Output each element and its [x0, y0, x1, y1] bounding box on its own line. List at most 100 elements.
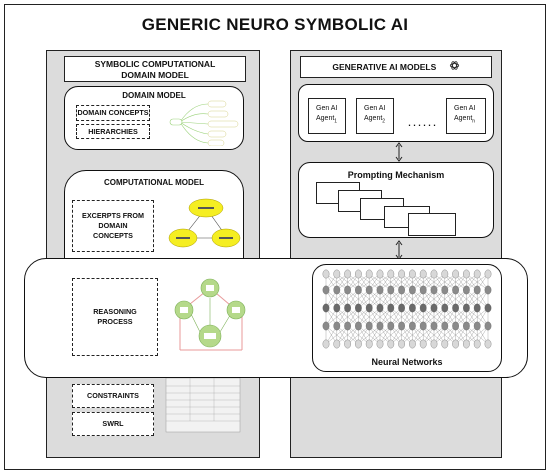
nn-node	[322, 339, 330, 349]
nn-node	[409, 339, 416, 349]
nn-node	[387, 303, 395, 313]
bidirectional-arrow-1	[395, 142, 403, 162]
nn-edge	[379, 273, 402, 291]
nn-node	[419, 303, 427, 313]
symbolic-panel-title: SYMBOLIC COMPUTATIONAL DOMAIN MODEL	[64, 56, 246, 82]
nn-edge	[433, 273, 456, 291]
gen-ai-agent-1: Gen AI Agent1	[308, 98, 346, 134]
nn-node	[398, 285, 405, 295]
reasoning-process-box: REASONING PROCESS	[72, 278, 158, 356]
nn-node	[322, 269, 330, 279]
nn-node	[463, 285, 470, 295]
nn-node	[409, 321, 416, 331]
nn-edge	[379, 289, 402, 309]
nn-edge	[455, 307, 478, 327]
nn-edge	[433, 289, 456, 309]
nn-node	[484, 285, 492, 295]
agent-1-sub: 1	[334, 118, 338, 125]
nn-edge	[444, 307, 467, 327]
hierarchies-box: HIERARCHIES	[76, 124, 150, 139]
agent-n-sub: n	[472, 118, 476, 125]
nn-node	[398, 321, 405, 331]
nn-node	[365, 339, 373, 349]
nn-node	[452, 339, 459, 349]
agent-1-label: Gen AI Agent	[316, 105, 338, 122]
nn-edge	[401, 325, 424, 345]
nn-node	[365, 269, 373, 279]
nn-edge	[347, 325, 370, 345]
nn-node	[473, 303, 481, 313]
nn-node	[441, 339, 449, 349]
agent-2-sub: 2	[382, 118, 386, 125]
nn-node	[441, 285, 449, 295]
reasoning-graph-thumbnail	[174, 278, 246, 351]
nn-edge	[412, 289, 435, 309]
nn-edge	[401, 273, 424, 291]
nn-node	[463, 269, 470, 279]
nn-edge	[325, 289, 348, 309]
nn-node	[409, 303, 416, 313]
nn-node	[398, 269, 405, 279]
neural-network-diagram	[322, 269, 492, 349]
nn-edge	[347, 289, 370, 309]
nn-edge	[433, 325, 456, 345]
nn-node	[473, 285, 481, 295]
nn-node	[333, 321, 341, 331]
nn-edge	[369, 325, 391, 345]
nn-node	[419, 321, 427, 331]
nn-edge	[466, 289, 489, 309]
nn-node	[333, 339, 341, 349]
nn-node	[419, 285, 427, 295]
openai-logo-icon	[449, 58, 460, 78]
bidirectional-arrow-2	[395, 240, 403, 260]
nn-node	[430, 321, 438, 331]
yellow-graph-thumbnail	[168, 198, 241, 248]
gen-ai-agent-2: Gen AI Agent2	[356, 98, 394, 134]
nn-node	[441, 303, 449, 313]
nn-node	[452, 269, 459, 279]
nn-edge	[325, 325, 348, 345]
nn-node	[333, 285, 341, 295]
nn-edge	[466, 325, 489, 345]
nn-edge	[325, 273, 348, 291]
domain-model-title: DOMAIN MODEL	[122, 91, 186, 100]
nn-node	[365, 285, 373, 295]
nn-edge	[412, 307, 435, 327]
nn-node	[344, 339, 351, 349]
nn-edge	[369, 289, 391, 309]
nn-node	[419, 269, 427, 279]
nn-edge	[423, 307, 445, 327]
nn-edge	[466, 307, 489, 327]
nn-edge	[412, 325, 435, 345]
nn-edge	[379, 307, 402, 327]
nn-edge	[325, 307, 348, 327]
nn-node	[355, 303, 362, 313]
nn-edge	[358, 273, 381, 291]
nn-edge	[455, 273, 478, 291]
prompt-card-5	[408, 213, 456, 236]
nn-edge	[369, 273, 391, 291]
nn-node	[344, 321, 351, 331]
nn-edge	[347, 307, 370, 327]
nn-edge	[336, 273, 359, 291]
nn-node	[473, 269, 481, 279]
constraints-box: CONSTRAINTS	[72, 384, 154, 408]
nn-edge	[336, 289, 359, 309]
nn-edge	[423, 273, 445, 291]
nn-edge	[412, 273, 435, 291]
nn-edge	[358, 307, 381, 327]
nn-node	[484, 303, 492, 313]
nn-node	[452, 321, 459, 331]
nn-edge	[444, 325, 467, 345]
nn-edge	[401, 307, 424, 327]
nn-edge	[336, 325, 359, 345]
rules-table-thumbnail	[165, 377, 241, 433]
nn-edge	[455, 289, 478, 309]
nn-node	[452, 303, 459, 313]
excerpts-box: EXCERPTS FROM DOMAIN CONCEPTS	[72, 200, 154, 252]
nn-edge	[358, 325, 381, 345]
agent-2-label: Gen AI Agent	[364, 105, 386, 122]
nn-node	[322, 285, 330, 295]
generative-panel-title-text: GENERATIVE AI MODELS	[332, 62, 437, 72]
nn-node	[484, 339, 492, 349]
